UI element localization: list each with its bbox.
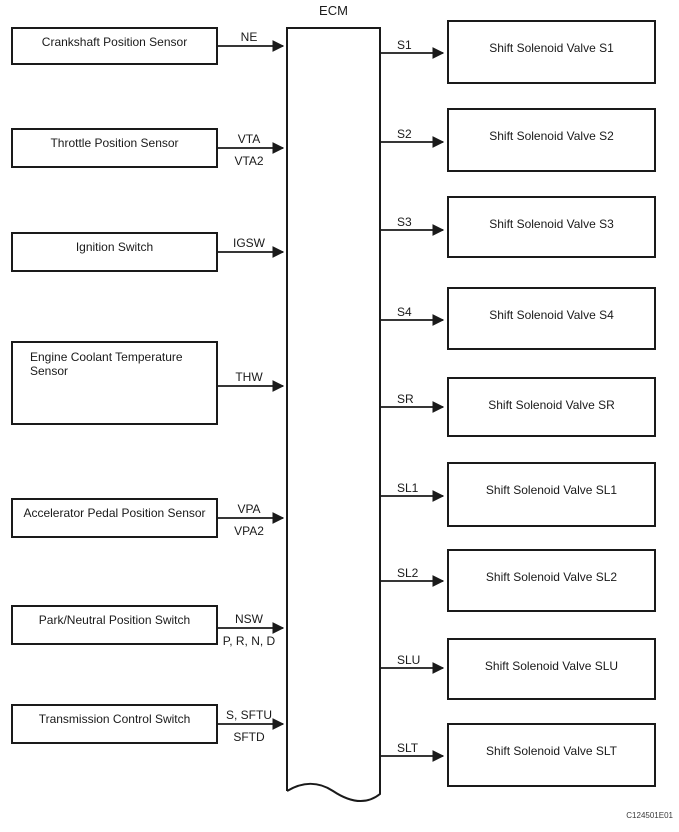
signal-label-s4: S4 xyxy=(397,305,412,319)
input-box-transmission-control-switch: Transmission Control Switch xyxy=(11,704,218,744)
input-box-engine-coolant-temperature-sensor: Engine Coolant Temperature Sensor xyxy=(11,341,218,425)
output-box-shift-solenoid-valve-s4: Shift Solenoid Valve S4 xyxy=(447,287,656,350)
input-box-ignition-switch: Ignition Switch xyxy=(11,232,218,272)
input-box-crankshaft-position-sensor: Crankshaft Position Sensor xyxy=(11,27,218,65)
signal-label-vta2: VTA2 xyxy=(234,154,264,168)
output-box-shift-solenoid-valve-s2: Shift Solenoid Valve S2 xyxy=(447,108,656,172)
input-box-accelerator-pedal-position-sensor: Accelerator Pedal Position Sensor xyxy=(11,498,218,538)
signal-label-prnd: P, R, N, D xyxy=(222,634,276,648)
output-box-shift-solenoid-valve-s3: Shift Solenoid Valve S3 xyxy=(447,196,656,258)
input-box-park-neutral-position-switch: Park/Neutral Position Switch xyxy=(11,605,218,645)
output-box-shift-solenoid-valve-slu: Shift Solenoid Valve SLU xyxy=(447,638,656,700)
figure-code: C124501E01 xyxy=(626,811,673,820)
output-box-shift-solenoid-valve-sr: Shift Solenoid Valve SR xyxy=(447,377,656,437)
signal-label-thw: THW xyxy=(235,370,263,384)
signal-label-vpa: VPA xyxy=(237,502,261,516)
signal-label-sl1: SL1 xyxy=(397,481,419,495)
output-box-shift-solenoid-valve-s1: Shift Solenoid Valve S1 xyxy=(447,20,656,84)
output-box-shift-solenoid-valve-slt: Shift Solenoid Valve SLT xyxy=(447,723,656,787)
signal-label-igsw: IGSW xyxy=(233,236,265,250)
signal-label-nsw: NSW xyxy=(235,612,263,626)
input-wires xyxy=(218,40,285,730)
signal-label-s1: S1 xyxy=(397,38,412,52)
signal-label-s3: S3 xyxy=(397,215,412,229)
output-box-shift-solenoid-valve-sl1: Shift Solenoid Valve SL1 xyxy=(447,462,656,527)
signal-label-vta: VTA xyxy=(237,132,261,146)
output-box-shift-solenoid-valve-sl2: Shift Solenoid Valve SL2 xyxy=(447,549,656,612)
signal-label-slt: SLT xyxy=(397,741,419,755)
signal-label-sr: SR xyxy=(397,392,414,406)
input-box-throttle-position-sensor: Throttle Position Sensor xyxy=(11,128,218,168)
signal-label-slu: SLU xyxy=(397,653,421,667)
output-wires xyxy=(380,47,445,762)
signal-label-s-sftu: S, SFTU xyxy=(225,708,272,722)
signal-label-s2: S2 xyxy=(397,127,412,141)
signal-label-vpa2: VPA2 xyxy=(234,524,264,538)
ecm-label: ECM xyxy=(319,3,348,18)
signal-label-sftd: SFTD xyxy=(233,730,265,744)
signal-label-sl2: SL2 xyxy=(397,566,419,580)
ecm-box xyxy=(286,27,381,802)
signal-label-ne: NE xyxy=(240,30,258,44)
